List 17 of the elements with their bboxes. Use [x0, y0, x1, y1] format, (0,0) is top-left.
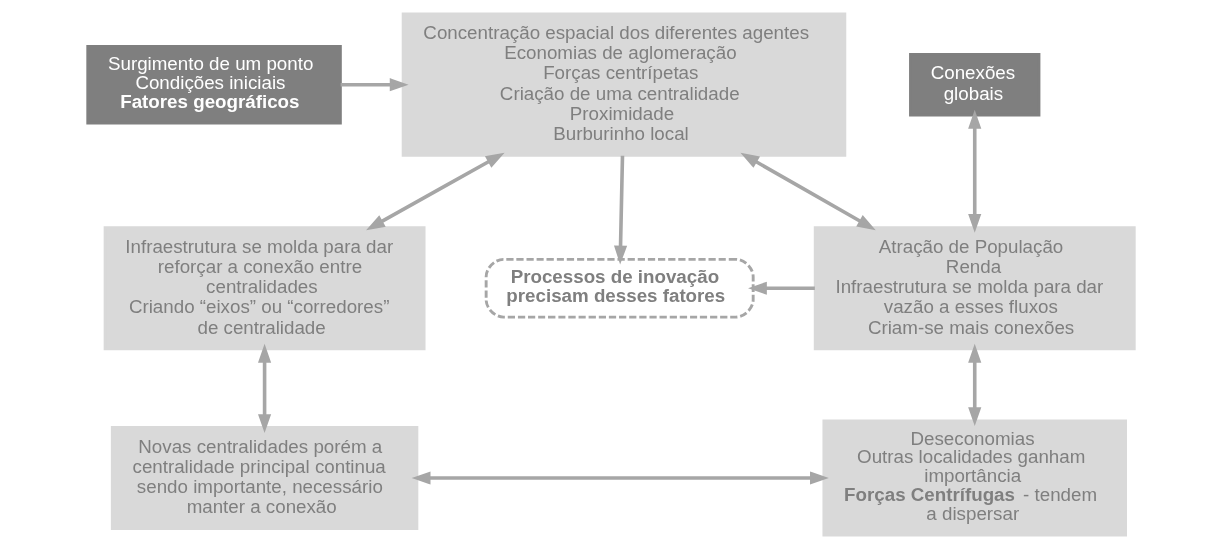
node-box: Novas centralidades porém a centralidade principal continua sendo importante, necessário manter a conexão: [110, 426, 418, 530]
node-box: Atração de População Renda Infraestrutura se molda para dar vazão a esses fluxos Criam-se mais conexões: [813, 226, 1136, 351]
arrow: [411, 471, 829, 485]
arrow: [365, 152, 505, 231]
arrow: [747, 281, 815, 295]
node-box: Conexões globais: [908, 52, 1040, 117]
arrow: [967, 343, 981, 427]
node-box: Infraestrutura se molda para dar reforçar a conexão entre centralidades Criando “eixos” ou “corredores” de centralidade: [103, 226, 426, 351]
node-box: Surgimento de um ponto Condições iniciais Fatores geográficos: [85, 45, 342, 125]
arrow: [613, 155, 627, 265]
arrow: [967, 109, 981, 233]
node-box: Concentração espacial dos diferentes agentes Economias de aglomeração Forças centrípetas Criação de uma centralidade Proximidade Burburinho local: [401, 12, 846, 157]
node-box: Processos de inovação precisam desses fatores: [484, 257, 755, 319]
node-box: Deseconomias Outras localidades ganham importância Forças Centrífugas - tendem a dispersar: [821, 419, 1127, 537]
arrow: [739, 152, 876, 231]
arrow: [340, 78, 409, 92]
arrow: [257, 343, 271, 433]
